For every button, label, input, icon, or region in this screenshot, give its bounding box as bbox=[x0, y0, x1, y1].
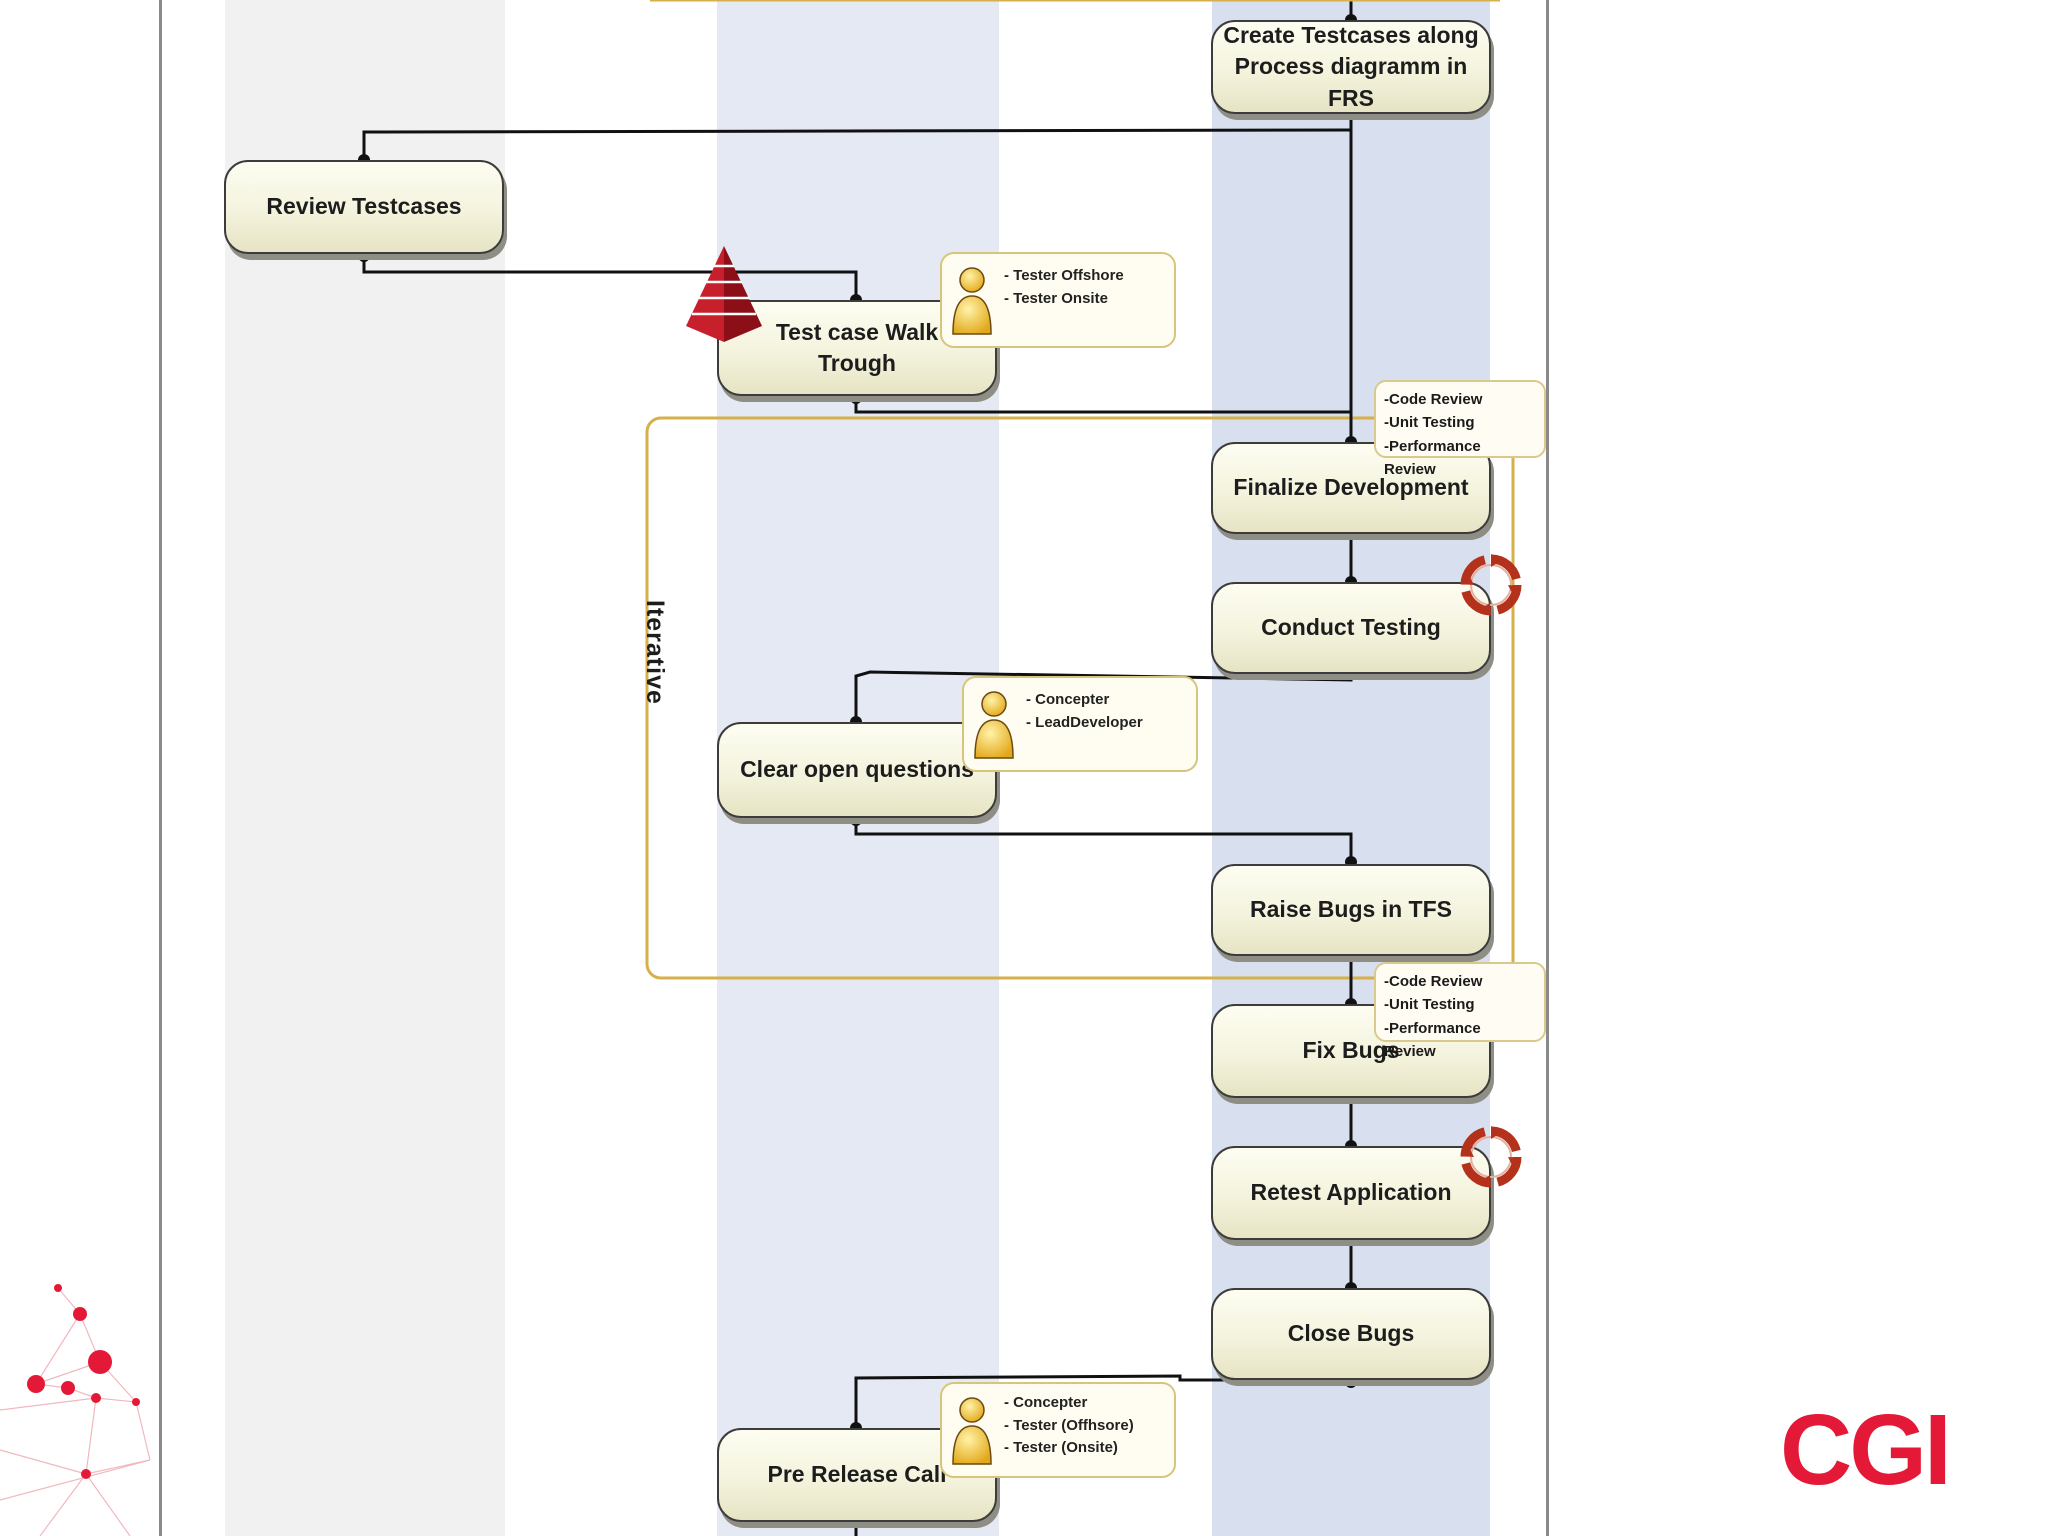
review-line: -Unit Testing bbox=[1384, 414, 1475, 432]
roles-clear-questions: - Concepter - LeadDeveloper bbox=[962, 676, 1198, 772]
review-note-finalize: -Code Review -Unit Testing -Performance … bbox=[1374, 380, 1546, 478]
page-frame-left bbox=[159, 0, 162, 1536]
role-line: - Concepter bbox=[1026, 691, 1110, 708]
cgi-logo: CGI bbox=[1780, 1394, 1952, 1506]
role-line: - Tester Offshore bbox=[1004, 267, 1124, 284]
step-finalize-development-label: Finalize Development bbox=[1233, 474, 1469, 501]
review-line: -Performance Review bbox=[1384, 1019, 1481, 1060]
step-close-bugs-label: Close Bugs bbox=[1287, 1320, 1415, 1347]
review-line: -Code Review bbox=[1384, 973, 1483, 990]
step-conduct-testing-label: Conduct Testing bbox=[1261, 614, 1441, 641]
step-close-bugs[interactable]: Close Bugs bbox=[1211, 1288, 1491, 1380]
step-review-testcases-label: Review Testcases bbox=[266, 193, 462, 220]
role-line: - Concepter bbox=[1004, 1394, 1088, 1411]
person-icon bbox=[952, 1397, 992, 1465]
page-frame-right bbox=[1546, 0, 1549, 1536]
roles-walk-trough: - Tester Offshore - Tester Onsite bbox=[940, 252, 1176, 348]
iterative-label: Iterative bbox=[641, 600, 669, 705]
pyramid-icon bbox=[686, 246, 762, 342]
cycle-arrows-icon bbox=[1460, 1126, 1522, 1188]
role-line: - LeadDeveloper bbox=[1026, 714, 1143, 732]
cycle-arrows-icon bbox=[1460, 554, 1522, 616]
step-create-testcases-label: Create Testcases along Process diagramm … bbox=[1223, 22, 1479, 111]
step-clear-open-questions[interactable]: Clear open questions bbox=[717, 722, 997, 818]
role-line: - Tester (Offhsore) bbox=[1004, 1416, 1134, 1434]
step-conduct-testing[interactable]: Conduct Testing bbox=[1211, 582, 1491, 674]
step-pre-release-call-label: Pre Release Call bbox=[767, 1461, 947, 1488]
step-clear-open-questions-label: Clear open questions bbox=[740, 756, 974, 783]
step-finalize-development[interactable]: Finalize Development bbox=[1211, 442, 1491, 534]
review-line: -Unit Testing bbox=[1384, 996, 1475, 1014]
step-walk-trough-label: Test case Walk Trough bbox=[775, 318, 939, 376]
iterative-frame bbox=[645, 416, 1515, 980]
step-retest-application-label: Retest Application bbox=[1250, 1179, 1452, 1206]
role-line: - Tester Onsite bbox=[1004, 290, 1108, 308]
step-raise-bugs-label: Raise Bugs in TFS bbox=[1250, 896, 1452, 923]
step-create-testcases[interactable]: Create Testcases along Process diagramm … bbox=[1211, 20, 1491, 114]
step-review-testcases[interactable]: Review Testcases bbox=[224, 160, 504, 254]
roles-pre-release: - Concepter - Tester (Offhsore) - Tester… bbox=[940, 1382, 1176, 1478]
step-retest-application[interactable]: Retest Application bbox=[1211, 1146, 1491, 1240]
review-line: -Code Review bbox=[1384, 391, 1483, 408]
review-note-fix: -Code Review -Unit Testing -Performance … bbox=[1374, 962, 1546, 1060]
step-raise-bugs[interactable]: Raise Bugs in TFS bbox=[1211, 864, 1491, 956]
role-line: - Tester (Onsite) bbox=[1004, 1439, 1118, 1456]
review-line: -Performance Review bbox=[1384, 437, 1481, 478]
person-icon bbox=[974, 691, 1014, 759]
molecule-decoration bbox=[0, 1284, 151, 1536]
person-icon bbox=[952, 267, 992, 335]
